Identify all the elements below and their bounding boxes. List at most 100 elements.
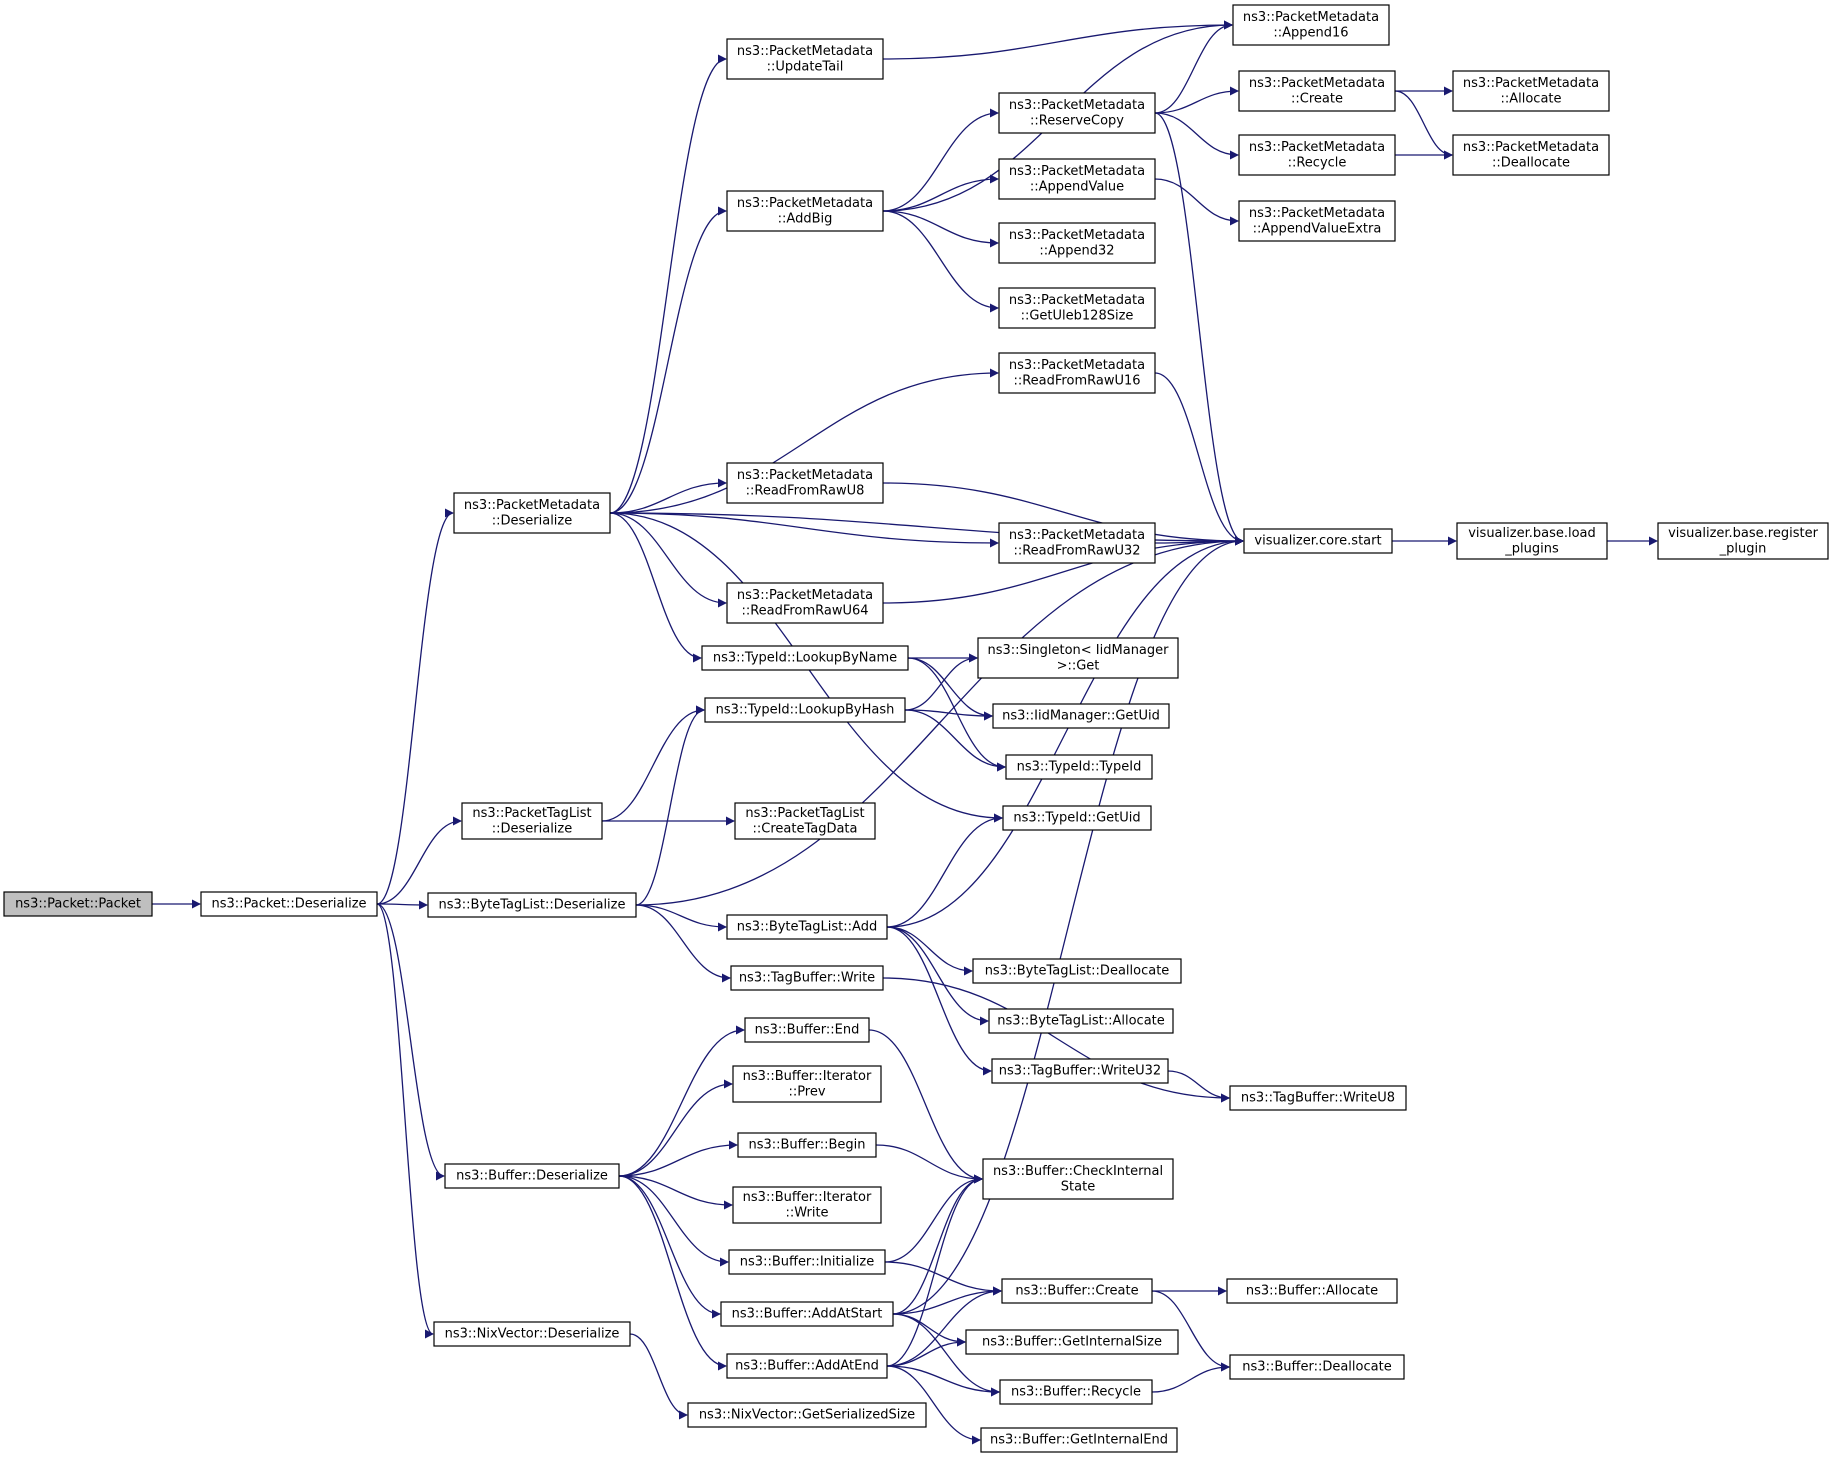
function-node[interactable]: ns3::NixVector::GetSerializedSize — [687, 1402, 927, 1428]
function-node-box — [444, 1163, 620, 1189]
call-edge — [609, 512, 702, 663]
function-node-label: ns3::PacketMetadata — [1009, 98, 1145, 113]
call-edge — [886, 1286, 1002, 1367]
function-node[interactable]: ns3::PacketMetadata::GetUleb128Size — [998, 287, 1156, 329]
function-node[interactable]: ns3::PacketMetadata::ReadFromRawU8 — [726, 462, 884, 504]
call-edge — [1394, 90, 1453, 160]
function-node-label: ns3::Packet::Deserialize — [211, 897, 366, 912]
function-node[interactable]: ns3::Buffer::Iterator::Prev — [732, 1065, 882, 1103]
function-node-box — [433, 1321, 631, 1347]
function-node[interactable]: ns3::PacketMetadata::Append32 — [998, 222, 1156, 264]
function-node-box — [965, 1329, 1179, 1355]
function-node[interactable]: ns3::ByteTagList::Deserialize — [427, 892, 637, 918]
function-node[interactable]: ns3::Buffer::Deserialize — [444, 1163, 620, 1189]
function-node[interactable]: ns3::PacketMetadata::Deserialize — [453, 492, 611, 534]
function-node[interactable]: ns3::Buffer::Deallocate — [1229, 1354, 1405, 1380]
function-node-label: ::Append32 — [1039, 243, 1114, 258]
function-node[interactable]: ns3::PacketMetadata::Append16 — [1232, 4, 1390, 46]
function-node[interactable]: ns3::Buffer::Iterator::Write — [732, 1186, 882, 1224]
function-node-label: ns3::PacketMetadata — [737, 468, 873, 483]
function-node-label: ns3::Buffer::Recycle — [1011, 1385, 1141, 1400]
function-node[interactable]: ns3::TypeId::LookupByName — [701, 645, 909, 671]
function-node-box — [1452, 134, 1610, 176]
function-node[interactable]: ns3::Buffer::GetInternalEnd — [980, 1427, 1178, 1453]
function-node[interactable]: ns3::Packet::Deserialize — [200, 891, 378, 917]
function-node-box — [453, 492, 611, 534]
function-node[interactable]: ns3::PacketMetadata::ReadFromRawU16 — [998, 352, 1156, 394]
function-node[interactable]: ns3::PacketMetadata::AppendValueExtra — [1238, 200, 1396, 242]
function-node[interactable]: ns3::PacketTagList::Deserialize — [461, 802, 603, 840]
function-node[interactable]: ns3::TypeId::TypeId — [1005, 754, 1153, 780]
function-node[interactable]: visualizer.base.load_plugins — [1456, 522, 1608, 560]
call-edge — [618, 1025, 745, 1177]
call-edge — [618, 1079, 733, 1177]
function-node-label: ns3::ByteTagList::Deserialize — [439, 898, 626, 913]
call-edge — [904, 653, 978, 711]
function-node-label: visualizer.base.register — [1668, 526, 1819, 541]
call-edge — [875, 1144, 983, 1184]
call-edge — [635, 904, 731, 983]
function-node[interactable]: ns3::Buffer::Begin — [737, 1132, 877, 1158]
call-edge — [1151, 1362, 1230, 1393]
function-node-label: ns3::PacketMetadata — [1009, 528, 1145, 543]
function-node[interactable]: ns3::NixVector::Deserialize — [433, 1321, 631, 1347]
function-node-box — [726, 1353, 888, 1379]
function-node-label: ns3::Singleton< IidManager — [987, 643, 1169, 658]
function-node[interactable]: ns3::TagBuffer::Write — [730, 965, 884, 991]
function-node-label: ::AppendValue — [1030, 179, 1124, 194]
function-node[interactable]: ns3::Packet::Packet — [3, 891, 153, 917]
function-node[interactable]: ns3::Buffer::End — [744, 1017, 870, 1043]
function-node[interactable]: ns3::PacketMetadata::AddBig — [726, 190, 884, 232]
function-node[interactable]: ns3::PacketTagList::CreateTagData — [734, 802, 876, 840]
call-edge — [376, 508, 454, 905]
function-node[interactable]: ns3::Buffer::Allocate — [1226, 1278, 1398, 1304]
function-node[interactable]: ns3::ByteTagList::Deallocate — [972, 958, 1182, 984]
function-node[interactable]: ns3::Singleton< IidManager >::Get — [977, 637, 1179, 679]
function-node-label: ::Create — [1291, 91, 1343, 106]
function-node[interactable]: ns3::Buffer::Initialize — [728, 1249, 886, 1275]
function-node-box — [744, 1017, 870, 1043]
function-node[interactable]: ns3::IidManager::GetUid — [992, 703, 1170, 729]
function-node-box — [734, 802, 876, 840]
function-node[interactable]: ns3::PacketMetadata::ReadFromRawU64 — [726, 582, 884, 624]
function-node-box — [728, 1249, 886, 1275]
function-node[interactable]: ns3::PacketMetadata::UpdateTail — [726, 38, 884, 80]
call-edge — [884, 1174, 983, 1263]
function-node[interactable]: ns3::ByteTagList::Allocate — [988, 1008, 1174, 1034]
function-node[interactable]: ns3::PacketMetadata::Recycle — [1238, 134, 1396, 176]
function-node-label: ns3::TagBuffer::WriteU32 — [999, 1064, 1161, 1079]
function-node[interactable]: ns3::TagBuffer::WriteU8 — [1229, 1085, 1407, 1111]
function-node-label: ::GetUleb128Size — [1021, 308, 1134, 323]
function-node[interactable]: ns3::PacketMetadata::Create — [1238, 70, 1396, 112]
function-node[interactable]: ns3::PacketMetadata::AppendValue — [998, 158, 1156, 200]
call-edge — [1167, 1070, 1230, 1103]
function-node[interactable]: ns3::TypeId::LookupByHash — [704, 697, 906, 723]
call-edge — [892, 536, 1244, 1315]
function-node-label: ns3::Buffer::Iterator — [743, 1069, 872, 1084]
function-node[interactable]: ns3::Buffer::Create — [1001, 1278, 1153, 1304]
function-node[interactable]: ns3::Buffer::AddAtEnd — [726, 1353, 888, 1379]
function-node[interactable]: ns3::Buffer::Recycle — [999, 1379, 1153, 1405]
function-node-label: ns3::PacketMetadata — [1249, 140, 1385, 155]
function-node-box — [1238, 70, 1396, 112]
function-node[interactable]: ns3::PacketMetadata::ReserveCopy — [998, 92, 1156, 134]
function-node[interactable]: ns3::TypeId::GetUid — [1002, 805, 1152, 831]
function-node-label: ns3::PacketMetadata — [1249, 206, 1385, 221]
function-node-box — [1657, 522, 1829, 560]
function-node[interactable]: ns3::TagBuffer::WriteU32 — [991, 1058, 1169, 1084]
function-node[interactable]: visualizer.core.start — [1243, 528, 1393, 554]
function-node-label: ::ReadFromRawU8 — [746, 483, 865, 498]
function-node[interactable]: ns3::PacketMetadata::ReadFromRawU32 — [998, 522, 1156, 564]
function-node[interactable]: ns3::PacketMetadata::Deallocate — [1452, 134, 1610, 176]
function-node-box — [461, 802, 603, 840]
function-node-label: ::Deserialize — [492, 513, 573, 528]
call-edge — [629, 1333, 688, 1420]
function-node[interactable]: ns3::Buffer::GetInternalSize — [965, 1329, 1179, 1355]
function-node[interactable]: ns3::ByteTagList::Add — [726, 914, 888, 940]
function-node[interactable]: ns3::Buffer::AddAtStart — [720, 1301, 894, 1327]
call-edge — [886, 813, 1003, 928]
function-node[interactable]: visualizer.base.register_plugin — [1657, 522, 1829, 560]
call-edge — [886, 926, 992, 1076]
function-node[interactable]: ns3::PacketMetadata::Allocate — [1452, 70, 1610, 112]
